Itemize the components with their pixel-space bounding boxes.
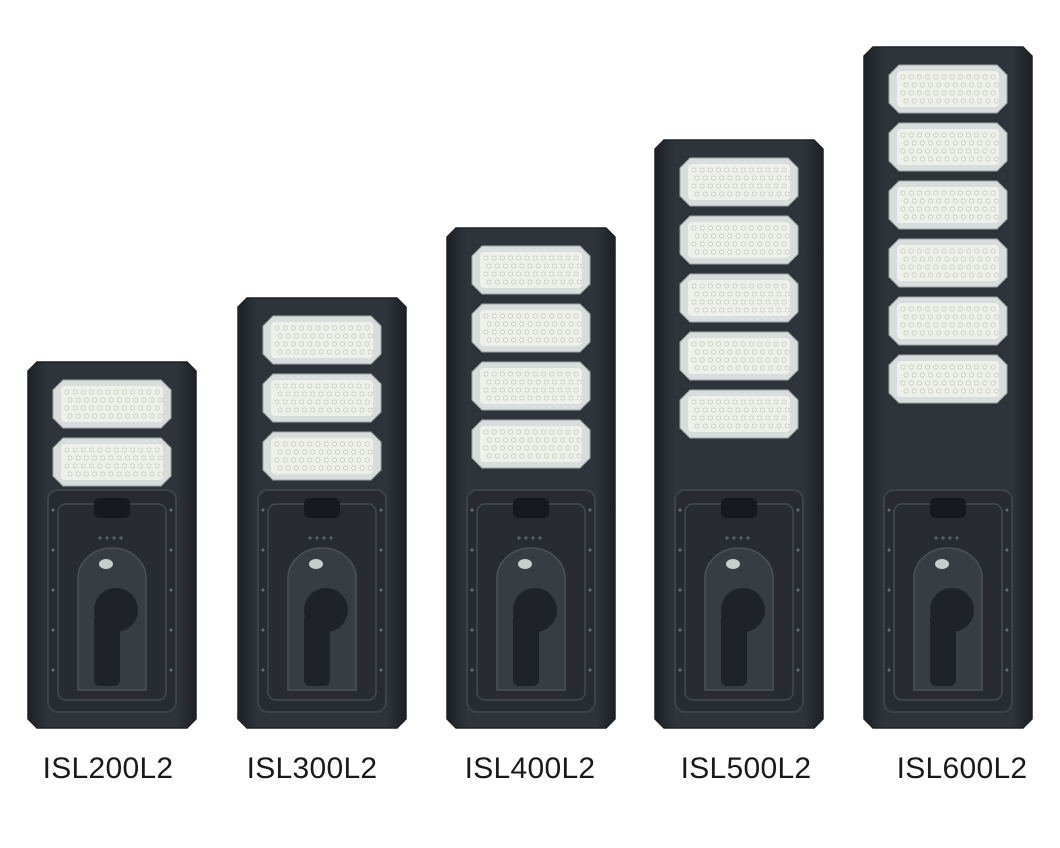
- street-light-illustration: [654, 139, 824, 729]
- led-module: [888, 296, 1008, 346]
- indicator-lights: [98, 536, 123, 540]
- screws: [470, 508, 592, 672]
- sensor-window: [304, 498, 340, 518]
- led-module: [262, 315, 382, 365]
- indicator-lights: [934, 536, 959, 540]
- street-light-4: [654, 139, 824, 729]
- model-label-4: ISL500L2: [680, 752, 812, 785]
- street-light-3: [446, 227, 616, 729]
- led-module: [888, 238, 1008, 288]
- model-label-2: ISL300L2: [246, 752, 378, 785]
- led-module: [471, 245, 591, 295]
- screws: [887, 508, 1009, 672]
- street-light-illustration: [27, 361, 197, 729]
- led-module: [679, 215, 799, 265]
- model-label-5: ISL600L2: [896, 752, 1028, 785]
- indicator-lights: [308, 536, 333, 540]
- led-module: [471, 361, 591, 411]
- sensor-window: [513, 498, 549, 518]
- model-label-1: ISL200L2: [42, 752, 174, 785]
- pole-mount-bracket: [77, 547, 147, 691]
- led-module: [679, 331, 799, 381]
- pole-mount-bracket: [496, 547, 566, 691]
- led-module: [679, 157, 799, 207]
- street-light-1: [27, 361, 197, 729]
- led-module: [471, 303, 591, 353]
- sensor-window: [721, 498, 757, 518]
- sensor-window: [94, 498, 130, 518]
- led-module: [679, 389, 799, 439]
- screws: [261, 508, 383, 672]
- led-module: [471, 419, 591, 469]
- led-module: [888, 64, 1008, 114]
- screws: [51, 508, 173, 672]
- led-module: [262, 373, 382, 423]
- street-light-illustration: [863, 46, 1033, 729]
- pole-mount-bracket: [704, 547, 774, 691]
- street-light-illustration: [446, 227, 616, 729]
- led-module: [52, 437, 172, 487]
- pole-mount-bracket: [913, 547, 983, 691]
- indicator-lights: [517, 536, 542, 540]
- pole-mount-bracket: [287, 547, 357, 691]
- street-light-2: [237, 297, 407, 729]
- led-module: [888, 122, 1008, 172]
- indicator-lights: [725, 536, 750, 540]
- sensor-window: [930, 498, 966, 518]
- model-label-3: ISL400L2: [464, 752, 596, 785]
- led-module: [52, 379, 172, 429]
- screws: [678, 508, 800, 672]
- street-light-5: [863, 46, 1033, 729]
- led-module: [888, 180, 1008, 230]
- street-light-illustration: [237, 297, 407, 729]
- led-module: [888, 354, 1008, 404]
- led-module: [262, 431, 382, 481]
- led-module: [679, 273, 799, 323]
